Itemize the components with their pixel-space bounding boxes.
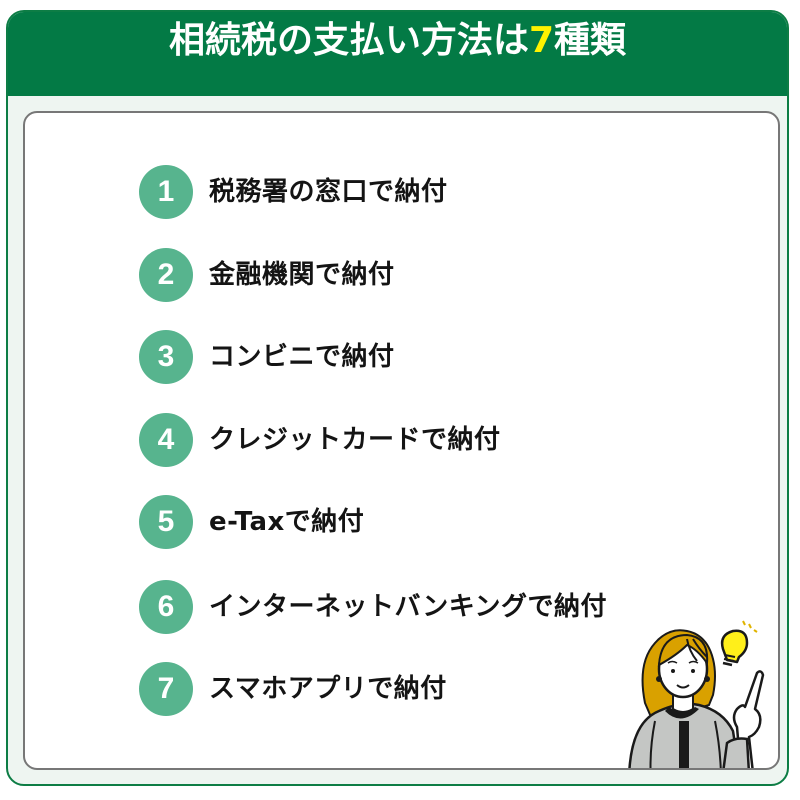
list-item: 1 税務署の窓口で納付 [139,165,448,219]
list-item-label: 税務署の窓口で納付 [209,177,448,207]
list-item: 4 クレジットカードで納付 [139,413,501,467]
page-title: 相続税の支払い方法は7種類 [168,19,627,61]
infographic-card: 相続税の支払い方法は7種類 1 税務署の窓口で納付 2 金融機関で納付 3 コン… [6,10,789,786]
list-item-label: 金融機関で納付 [209,260,395,290]
list-item: 6 インターネットバンキングで納付 [139,580,607,634]
list-item-label: e-Taxで納付 [209,507,365,537]
header-banner: 相続税の支払い方法は7種類 [8,12,787,96]
number-badge: 6 [139,580,193,634]
list-item: 5 e-Taxで納付 [139,495,364,549]
number-badge: 2 [139,248,193,302]
number-badge: 5 [139,495,193,549]
list-item: 3 コンビニで納付 [139,330,395,384]
title-suffix: 種類 [554,19,627,61]
list-item-label: クレジットカードで納付 [209,425,501,455]
list-item-label: スマホアプリで納付 [209,674,447,704]
number-badge: 7 [139,662,193,716]
list-item: 7 スマホアプリで納付 [139,662,447,716]
list-item-label: コンビニで納付 [209,342,395,372]
title-prefix: 相続税の支払い方法は [168,19,529,61]
number-badge: 4 [139,413,193,467]
lightbulb-icon [720,620,758,667]
number-badge: 1 [139,165,193,219]
list-item-label: インターネットバンキングで納付 [209,592,608,622]
list-item: 2 金融機関で納付 [139,248,395,302]
title-number: 7 [528,19,555,61]
payment-methods-panel: 1 税務署の窓口で納付 2 金融機関で納付 3 コンビニで納付 4 クレジットカ… [23,111,780,770]
woman-pointing-illustration [628,620,765,768]
number-badge: 3 [139,330,193,384]
